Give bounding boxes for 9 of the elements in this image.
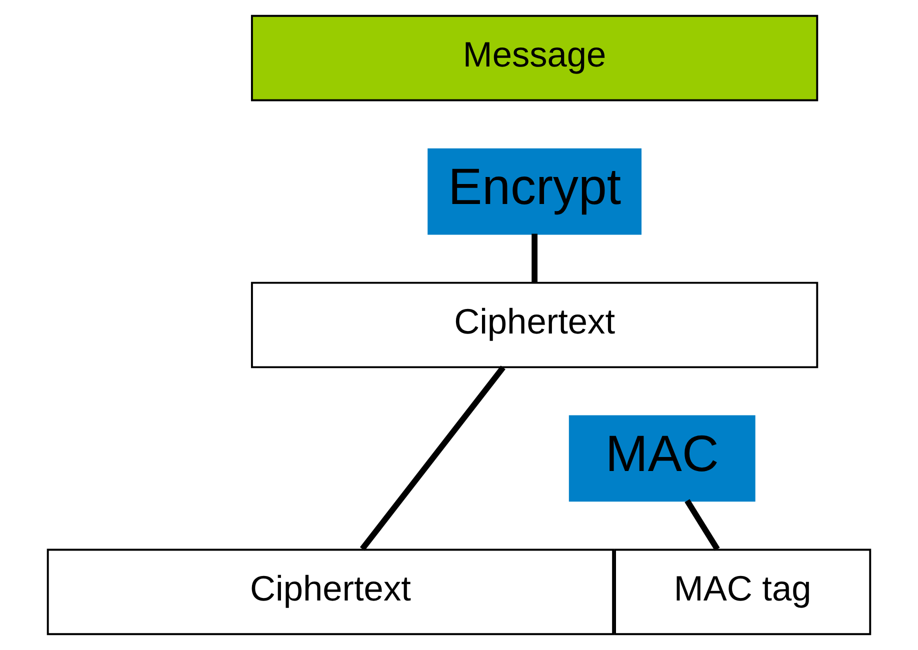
node-box: Message <box>250 14 818 102</box>
connector <box>360 366 506 551</box>
node-box: Ciphertext <box>46 548 614 636</box>
connector <box>684 499 720 551</box>
connector <box>532 234 538 282</box>
node-box: Ciphertext <box>250 282 818 368</box>
node-box: MAC <box>568 415 756 502</box>
node-box: MAC tag <box>614 548 872 636</box>
node-box: Encrypt <box>428 148 642 235</box>
